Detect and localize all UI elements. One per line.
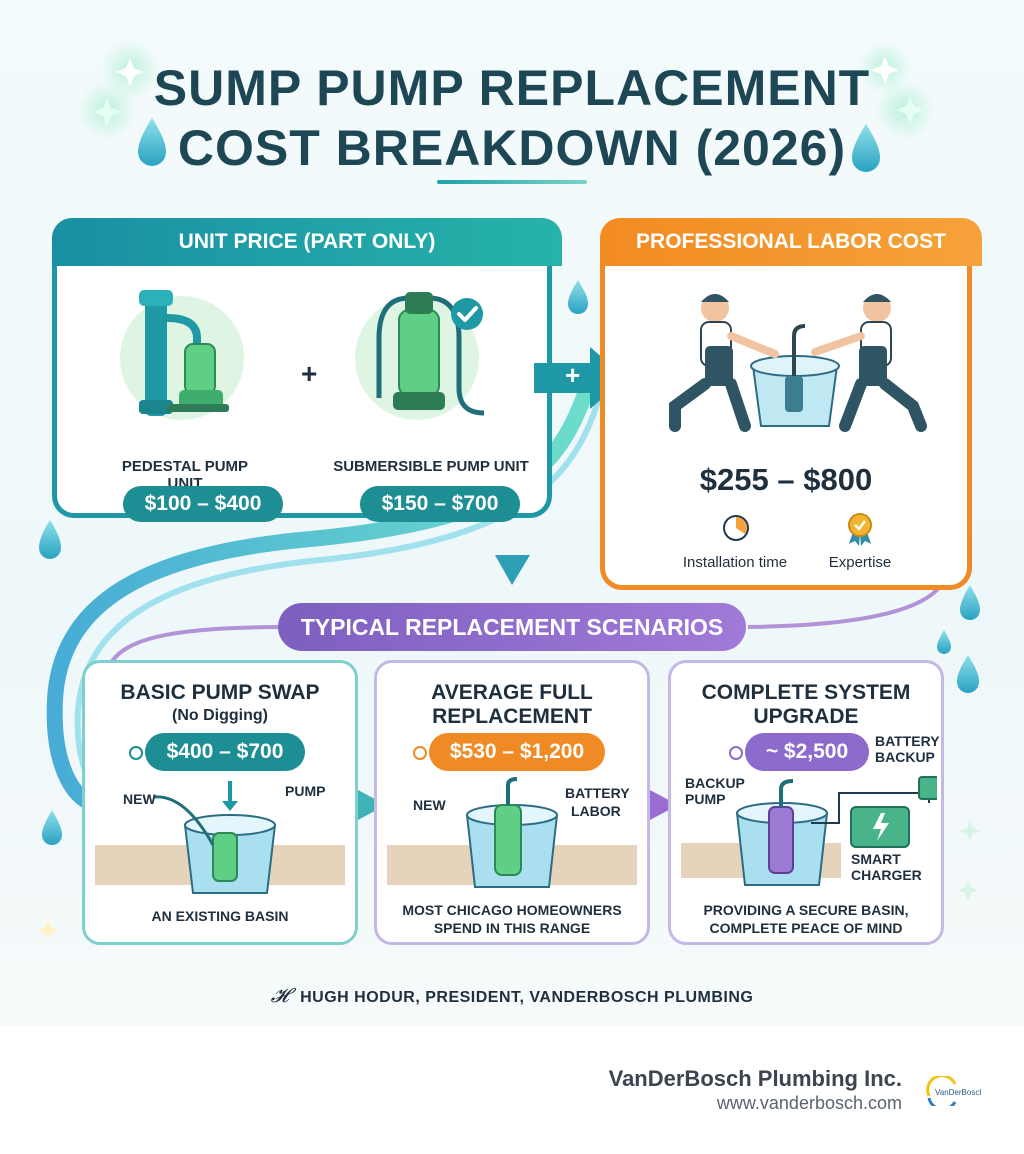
- card-3-label-battery-backup: BATTERY BACKUP: [875, 733, 940, 765]
- card-3-label-backup-pump: BACKUP PUMP: [685, 775, 745, 807]
- logo-text: VanDerBosch: [935, 1088, 981, 1097]
- price-tag-icon: [413, 746, 427, 760]
- scenario-card-basic: BASIC PUMP SWAP (No Digging) $400 – $700…: [82, 660, 358, 945]
- basin-pump-icon: [387, 777, 637, 888]
- title-line-1: SUMP PUMP REPLACEMENT: [153, 60, 871, 116]
- labor-price: $255 – $800: [699, 462, 873, 497]
- plus-sign: +: [301, 358, 318, 389]
- plumbers-icon: [669, 294, 927, 432]
- company-url[interactable]: www.vanderbosch.com: [716, 1093, 902, 1113]
- connector-plus: +: [565, 360, 581, 390]
- card-3-footer-2: COMPLETE PEACE OF MIND: [709, 920, 903, 936]
- card-2-title-1: AVERAGE FULL: [431, 681, 593, 704]
- price-tag-icon: [729, 746, 743, 760]
- backup-system-icon: [681, 776, 937, 886]
- labor-cost-panel: PROFESSIONAL LABOR COST $255 – $800: [600, 218, 982, 590]
- card-2-footer: MOST CHICAGO HOMEOWNERS SPEND IN THIS RA…: [377, 901, 647, 937]
- backup-pump-line-2: PUMP: [685, 791, 726, 807]
- card-1-price-text: $400 – $700: [166, 740, 284, 763]
- unit-price-header: UNIT PRICE (PART ONLY): [52, 218, 562, 266]
- company-name: VanDerBosch Plumbing Inc.: [608, 1066, 902, 1091]
- card-1-footer: AN EXISTING BASIN: [151, 908, 289, 924]
- card-2-footer-1: MOST CHICAGO HOMEOWNERS: [402, 902, 622, 918]
- page-title: SUMP PUMP REPLACEMENT COST BREAKDOWN (20…: [0, 58, 1024, 178]
- price-tag-icon: [129, 746, 143, 760]
- submersible-label: SUBMERSIBLE PUMP UNIT: [333, 458, 529, 475]
- card-2-label-new: NEW: [413, 797, 446, 813]
- card-2-price-text: $530 – $1,200: [449, 740, 585, 763]
- card-3-price: ~ $2,500: [729, 733, 869, 771]
- card-1-label-pump: PUMP: [285, 783, 326, 799]
- attribution-text: HUGH HODUR, PRESIDENT, VANDERBOSCH PLUMB…: [300, 989, 754, 1006]
- submersible-price: $150 – $700: [360, 486, 520, 522]
- card-3-footer-1: PROVIDING A SECURE BASIN,: [703, 902, 909, 918]
- card-3-title-1: COMPLETE SYSTEM: [701, 681, 911, 704]
- signature-icon: 𝓗: [270, 983, 290, 1007]
- card-2-label-labor: LABOR: [571, 803, 621, 819]
- battery-backup-line-2: BACKUP: [875, 749, 935, 765]
- clock-icon: [723, 515, 749, 541]
- title-underline: [437, 180, 587, 184]
- card-2-price: $530 – $1,200: [413, 733, 605, 771]
- award-ribbon-icon: [848, 513, 872, 546]
- company-logo-icon: VanDerBosch: [926, 1076, 981, 1106]
- pedestal-price: $100 – $400: [123, 486, 283, 522]
- unit-price-panel: UNIT PRICE (PART ONLY) PEDESTAL PUMP UNI…: [52, 218, 562, 522]
- card-1-label-new: NEW: [123, 791, 156, 807]
- card-1-title: BASIC PUMP SWAP: [120, 681, 320, 704]
- scenario-card-average: AVERAGE FULL REPLACEMENT $530 – $1,200 N…: [374, 660, 650, 945]
- attribution: 𝓗 HUGH HODUR, PRESIDENT, VANDERBOSCH PLU…: [0, 983, 1024, 1007]
- scenario-card-complete: COMPLETE SYSTEM UPGRADE ~ $2,500 BATTERY…: [668, 660, 944, 945]
- card-3-price-text: ~ $2,500: [765, 740, 849, 763]
- labor-header: PROFESSIONAL LABOR COST: [600, 218, 982, 266]
- installation-time-label: Installation time: [682, 554, 788, 571]
- pedestal-pump-icon: [120, 290, 244, 420]
- card-2-footer-2: SPEND IN THIS RANGE: [433, 920, 591, 936]
- title-line-2: COST BREAKDOWN (2026): [177, 120, 847, 176]
- smart-charger-line-2: CHARGER: [851, 867, 922, 883]
- scenarios-header: TYPICAL REPLACEMENT SCENARIOS: [278, 603, 746, 651]
- card-2-label-battery: BATTERY: [565, 785, 630, 801]
- smart-charger-line-1: SMART: [851, 851, 901, 867]
- infographic: SUMP PUMP REPLACEMENT COST BREAKDOWN (20…: [0, 0, 1024, 1025]
- submersible-pump-icon: [355, 292, 485, 420]
- decorations: [38, 40, 981, 940]
- backup-pump-line-1: BACKUP: [685, 775, 745, 791]
- card-3-title-2: UPGRADE: [753, 705, 859, 728]
- battery-backup-line-1: BATTERY: [875, 733, 940, 749]
- basin-pump-icon: [95, 781, 345, 894]
- card-3-footer: PROVIDING A SECURE BASIN, COMPLETE PEACE…: [671, 901, 941, 937]
- expertise-label: Expertise: [828, 554, 892, 571]
- card-2-title-2: REPLACEMENT: [432, 705, 592, 728]
- card-1-subtitle: (No Digging): [172, 707, 268, 724]
- card-3-label-smart-charger: SMART CHARGER: [851, 851, 922, 883]
- card-1-price: $400 – $700: [129, 733, 305, 771]
